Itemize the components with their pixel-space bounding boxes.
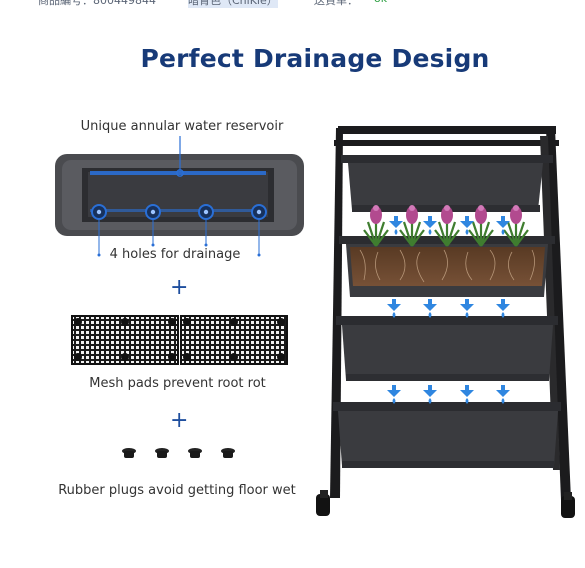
- rubber-plugs: [122, 448, 235, 458]
- water-drop-arrow-icon: [387, 299, 401, 318]
- wheel-icon: [561, 492, 575, 518]
- water-drop-arrow-icon: [460, 299, 474, 318]
- rubber-plug-icon: [188, 448, 202, 458]
- water-drop-arrow-icon: [496, 299, 510, 318]
- drainage-hole-icon: [198, 204, 214, 247]
- reservoir-tray: [55, 136, 304, 236]
- drainage-hole-icon: [145, 204, 161, 247]
- drainage-hole-icon: [251, 204, 267, 257]
- delivery-status: ok: [374, 0, 387, 5]
- water-drop-arrow-icon: [460, 385, 474, 404]
- plant-row: [363, 205, 529, 247]
- water-drop-arrow-icon: [496, 385, 510, 404]
- water-drop-arrow-icon: [423, 299, 437, 318]
- rubber-plug-icon: [122, 448, 136, 458]
- variant-chip[interactable]: 暗青色（ChiKle）: [188, 0, 278, 8]
- delivery-label: 送貨单：: [314, 0, 358, 7]
- water-drop-arrow-icon: [387, 385, 401, 404]
- water-drop-arrow-icon: [460, 216, 474, 235]
- drainage-hole-icon: [91, 204, 107, 257]
- water-drop-arrow-icon: [423, 216, 437, 235]
- page-title: Perfect Drainage Design: [140, 44, 490, 73]
- mesh-pads: [71, 315, 288, 365]
- water-drop-arrow-icon: [496, 216, 510, 235]
- water-drop-arrow-icon: [389, 216, 403, 235]
- rubber-plug-icon: [221, 448, 235, 458]
- plugs-label: Rubber plugs avoid getting floor wet: [58, 483, 296, 498]
- mesh-label: Mesh pads prevent root rot: [89, 376, 266, 391]
- wheel-icon: [316, 490, 330, 516]
- drainage-holes: [91, 204, 267, 257]
- reservoir-marker-icon: [176, 169, 184, 177]
- product-code: 商品編号：800449844: [38, 0, 156, 7]
- holes-label: 4 holes for drainage: [109, 247, 241, 262]
- planter-stand: [316, 126, 575, 518]
- top-info-strip: 商品編号：800449844 暗青色（ChiKle） 送貨单： ok: [0, 0, 585, 8]
- plus-icon: +: [170, 275, 189, 300]
- water-drop-arrow-icon: [423, 385, 437, 404]
- rubber-plug-icon: [155, 448, 169, 458]
- water-flow-arrows: [387, 216, 510, 404]
- reservoir-label: Unique annular water reservoir: [80, 119, 284, 134]
- plus-icon-2: +: [170, 408, 189, 433]
